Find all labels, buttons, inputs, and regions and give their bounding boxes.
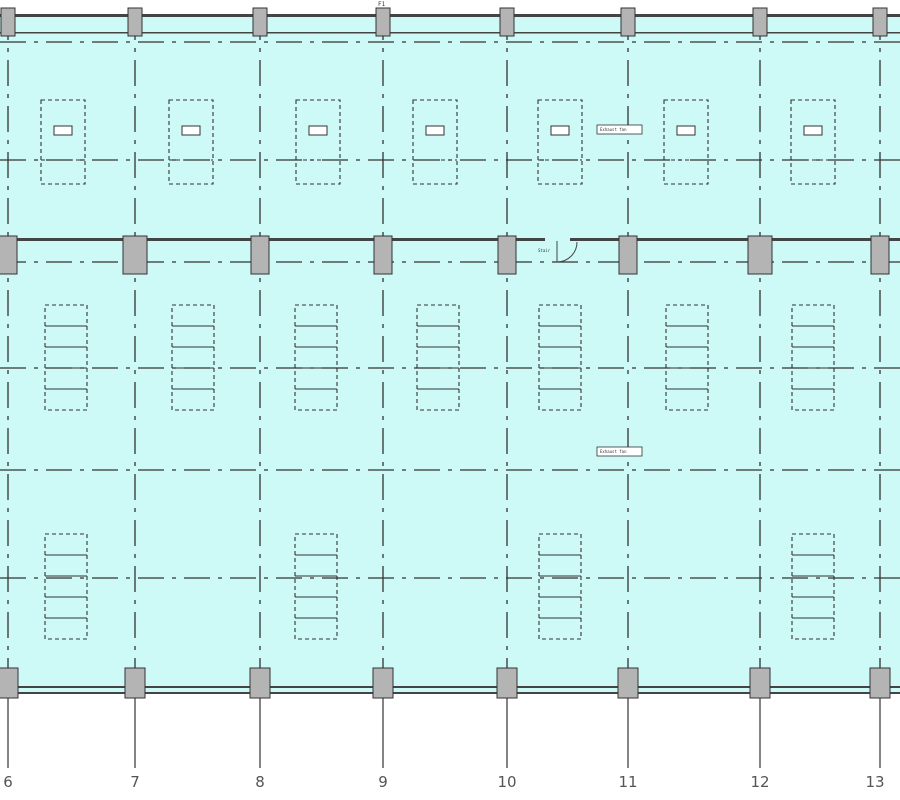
middle-wall-right	[570, 238, 900, 241]
column-top	[375, 7, 391, 37]
floor-area	[0, 14, 900, 692]
column-bottom	[496, 667, 518, 699]
parking-bay-upper	[412, 99, 458, 185]
parking-bay-middle	[416, 304, 460, 411]
detector-icon	[308, 125, 328, 136]
parking-bay-middle	[791, 304, 835, 411]
column-bottom	[749, 667, 771, 699]
parking-bay-middle	[294, 304, 338, 411]
axis-label-6: 6	[3, 773, 13, 791]
column-middle	[870, 235, 890, 275]
parking-bay-upper	[168, 99, 214, 185]
parking-bay-lower	[44, 533, 88, 640]
column-middle	[747, 235, 773, 275]
door-label: Stair	[538, 248, 551, 253]
tag-1-label: Exhaust fan	[600, 127, 627, 132]
column-middle	[250, 235, 270, 275]
column-top	[252, 7, 268, 37]
column-top	[127, 7, 143, 37]
parking-bay-upper	[790, 99, 836, 185]
detector-icon	[676, 125, 696, 136]
column-middle	[618, 235, 638, 275]
column-middle	[373, 235, 393, 275]
column-bottom	[249, 667, 271, 699]
parking-bay-middle	[44, 304, 88, 411]
parking-bay-middle	[538, 304, 582, 411]
column-bottom	[124, 667, 146, 699]
parking-bay-middle	[665, 304, 709, 411]
column-middle	[122, 235, 148, 275]
top-wall-inner	[0, 32, 900, 34]
detector-icon	[53, 125, 73, 136]
parking-bay-lower	[538, 533, 582, 640]
parking-bay-upper	[537, 99, 583, 185]
axis-label-8: 8	[255, 773, 265, 791]
column-top	[872, 7, 888, 37]
door-swing	[556, 241, 578, 263]
top-wall	[0, 14, 900, 17]
column-middle	[0, 235, 18, 275]
structural-columns	[0, 7, 891, 699]
axis-label-7: 7	[130, 773, 140, 791]
column-bottom	[617, 667, 639, 699]
middle-wall-left	[0, 238, 545, 241]
tag-2-label: Exhaust fan	[600, 449, 627, 454]
parking-bay-upper	[40, 99, 86, 185]
parking-bay-lower	[294, 533, 338, 640]
axis-label-13: 13	[865, 773, 884, 791]
detector-icon	[425, 125, 445, 136]
structural-walls	[0, 14, 900, 694]
axis-label-12: 12	[750, 773, 769, 791]
column-top	[620, 7, 636, 37]
parking-bay-upper	[663, 99, 709, 185]
axis-label-9: 9	[378, 773, 388, 791]
column-bottom	[869, 667, 891, 699]
bottom-wall	[0, 686, 900, 688]
grid-lines	[0, 14, 900, 768]
axis-label-11: 11	[618, 773, 637, 791]
parking-bays	[40, 99, 836, 640]
detector-icon	[181, 125, 201, 136]
marker-top-label: F1	[378, 1, 386, 8]
column-bottom	[372, 667, 394, 699]
parking-bay-middle	[171, 304, 215, 411]
axis-label-10: 10	[497, 773, 516, 791]
detector-icon	[803, 125, 823, 136]
annotations: F1 Stair Exhaust fan Exhaust fan	[378, 1, 643, 457]
column-top	[499, 7, 515, 37]
column-top	[0, 7, 16, 37]
column-top	[752, 7, 768, 37]
bottom-wall-outer	[0, 692, 900, 694]
tag-1: Exhaust fan	[596, 124, 643, 135]
tag-2: Exhaust fan	[596, 446, 643, 457]
parking-bay-lower	[791, 533, 835, 640]
axis-labels: 6 7 8 9 10 11 12 13	[3, 773, 884, 791]
detector-icon	[550, 125, 570, 136]
parking-bay-upper	[295, 99, 341, 185]
column-bottom	[0, 667, 19, 699]
column-middle	[497, 235, 517, 275]
